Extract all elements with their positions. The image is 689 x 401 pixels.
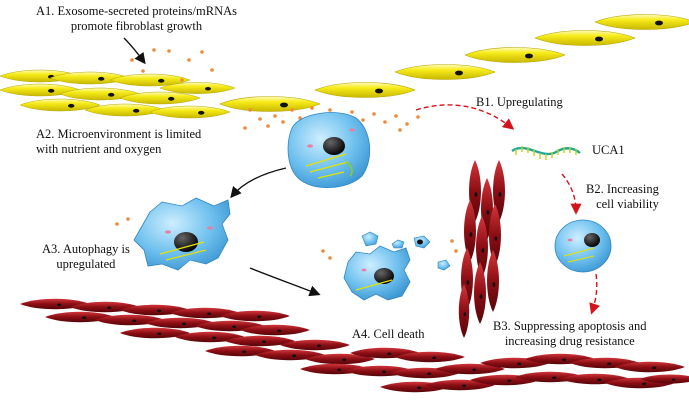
vertical-muscle-column xyxy=(458,160,505,338)
label-a3: A3. Autophagy is upregulated xyxy=(42,242,130,271)
label-a2: A2. Microenvironment is limited with nut… xyxy=(36,127,202,156)
label-a1: A1. Exosome-secreted proteins/mRNAs prom… xyxy=(36,4,238,33)
viable-cell xyxy=(554,219,612,273)
black-arrows xyxy=(123,37,321,297)
label-b1: B1. Upregulating xyxy=(476,95,563,109)
label-b3: B3. Suppressing apoptosis and increasing… xyxy=(493,319,647,348)
red-arrows xyxy=(415,104,600,315)
uca1-rna xyxy=(511,146,581,160)
dying-cell xyxy=(343,231,451,301)
label-b2: B2. Increasing cell viability xyxy=(586,182,659,211)
tumor-cell xyxy=(287,112,371,188)
autophagic-cell xyxy=(133,197,231,271)
label-a4: A4. Cell death xyxy=(352,327,425,341)
exosome-particles xyxy=(115,48,458,260)
label-uca1: UCA1 xyxy=(592,143,625,157)
